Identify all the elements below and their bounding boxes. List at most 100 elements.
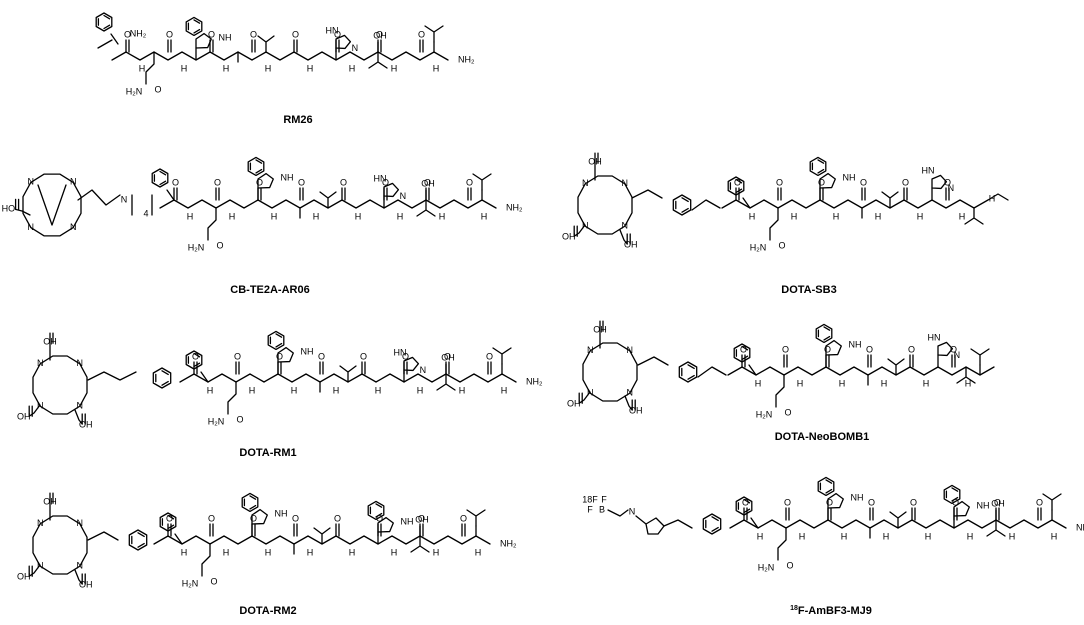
acetate-arm: [28, 404, 41, 417]
backbone-chain: [727, 366, 995, 376]
aromatic-double-bonds: [249, 159, 263, 174]
aromatic-double-bonds: [819, 479, 833, 494]
isopropyl-side-chain: [339, 365, 357, 383]
caption-ambf3-name: AmBF3-MJ9: [808, 605, 872, 617]
backbone-h-label: H: [459, 385, 466, 395]
linker-chain: [77, 189, 121, 206]
carbonyl-o-label: O: [994, 497, 1001, 507]
isopropyl-side-chain: [257, 35, 275, 53]
carbonyl-bond: [867, 354, 872, 368]
structure-ambf3-mj9: 18FFFBNHHHHHHHHOOOOOOOOH₂NONHNHOHNH₂: [582, 476, 1084, 572]
carbonyl-o-label: O: [256, 177, 263, 187]
carbonyl-bond: [783, 354, 788, 368]
aromatic-ring: [247, 156, 265, 177]
pyrrole-ring: [827, 492, 844, 509]
macrocycle-n-label: N: [37, 358, 44, 368]
aromatic-double-bonds: [161, 514, 175, 530]
isopropyl-side-chain: [887, 358, 905, 376]
backbone-h-label: H: [355, 211, 362, 221]
macrocycle-ring: [22, 173, 82, 237]
macrocycle-ring: [577, 175, 633, 235]
dota-linker: [637, 356, 669, 366]
carbonyl-o-label: O: [908, 344, 915, 354]
acid-oh-label: OH: [79, 579, 93, 589]
carbonyl-o-label: O: [824, 344, 831, 354]
backbone-h-label: H: [923, 378, 930, 388]
isobutyl-side-chain: [964, 207, 984, 225]
carbonyl-bond: [419, 39, 424, 53]
acid-carbonyl: [28, 405, 33, 417]
gln-side-chain: [207, 207, 217, 241]
aromatic-double-bonds: [729, 178, 743, 194]
carbonyl-o-label: O: [860, 177, 867, 187]
dota-linker: [631, 189, 663, 199]
aromatic-ring: [95, 12, 113, 32]
macrocycle-n-label: N: [77, 561, 84, 571]
cross-bridge: [37, 184, 67, 226]
aromatic-double-bonds: [155, 370, 169, 386]
carbonyl-o-label: O: [486, 351, 493, 361]
backbone-h-label: H: [391, 63, 398, 73]
aromatic-ring: [817, 476, 835, 497]
carbonyl-bond: [909, 354, 914, 368]
carbonyl-o-label: O: [250, 29, 257, 39]
benzyl-ch2: [748, 364, 757, 376]
backbone-h-label: H: [917, 211, 924, 221]
peg-linker: [697, 366, 727, 378]
ethyl-amide: [987, 193, 1009, 201]
aromatic-ring: [128, 529, 148, 551]
indole-nh-label: NH: [219, 32, 232, 42]
aromatic-ring: [367, 500, 385, 521]
isobutyl-side-chain: [436, 373, 456, 391]
backbone-h-label: H: [757, 531, 764, 541]
dota-linker: [87, 531, 119, 541]
backbone-h-label: H: [881, 378, 888, 388]
carbonyl-o-label: O: [418, 29, 425, 39]
imidazole-hn-label: HN: [374, 173, 387, 183]
statine-oh-label: OH: [421, 178, 435, 188]
carbonyl-bond: [293, 39, 298, 53]
benzyl-ch2: [110, 33, 119, 45]
backbone-h-label: H: [959, 211, 966, 221]
carbonyl-o-label: O: [166, 513, 173, 523]
n-terminal-nh2-label: NH₂: [130, 28, 147, 38]
macrocycle-n-label: N: [77, 401, 84, 411]
caption-ambf3-mj9: 18F-AmBF3-MJ9: [790, 605, 872, 617]
pyrrole-ring: [251, 508, 268, 525]
triazole-ring: [645, 517, 665, 535]
carbonyl-o-label: O: [444, 351, 451, 361]
fluorine-label: F: [601, 494, 607, 504]
gln-o-label: O: [154, 84, 161, 94]
acetate-arm: [578, 391, 591, 404]
aromatic-ring: [815, 323, 833, 344]
acetate-arm: [74, 569, 83, 585]
backbone-h-label: H: [839, 378, 846, 388]
aromatic-ring: [185, 350, 203, 370]
aromatic-double-bonds: [945, 487, 959, 502]
imidazole-n-label: N: [954, 350, 961, 360]
imidazole-n-label: N: [948, 183, 955, 193]
aromatic-double-bonds: [97, 14, 111, 30]
acid-carbonyl: [49, 332, 54, 344]
carbonyl-o-label: O: [298, 177, 305, 187]
imidazole-hn-label: HN: [326, 25, 339, 35]
carbonyl-o-label: O: [740, 344, 747, 354]
aromatic-ring: [241, 492, 259, 513]
carbonyl-o-label: O: [402, 351, 409, 361]
backbone-h-label: H: [965, 378, 972, 388]
triazole-linker: [663, 519, 693, 529]
boron-label: B: [599, 504, 605, 514]
gln-side-chain: [201, 543, 211, 577]
acid-oh-label: OH: [17, 411, 31, 421]
carbonyl-bond: [335, 523, 340, 537]
indole-nh-label: NH: [843, 172, 856, 182]
macrocycle-n-label: N: [28, 222, 35, 232]
isopropyl-side-chain: [313, 527, 331, 545]
aromatic-ring: [727, 176, 745, 196]
carbonyl-bond: [341, 187, 346, 201]
carbonyl-bond: [125, 39, 130, 53]
